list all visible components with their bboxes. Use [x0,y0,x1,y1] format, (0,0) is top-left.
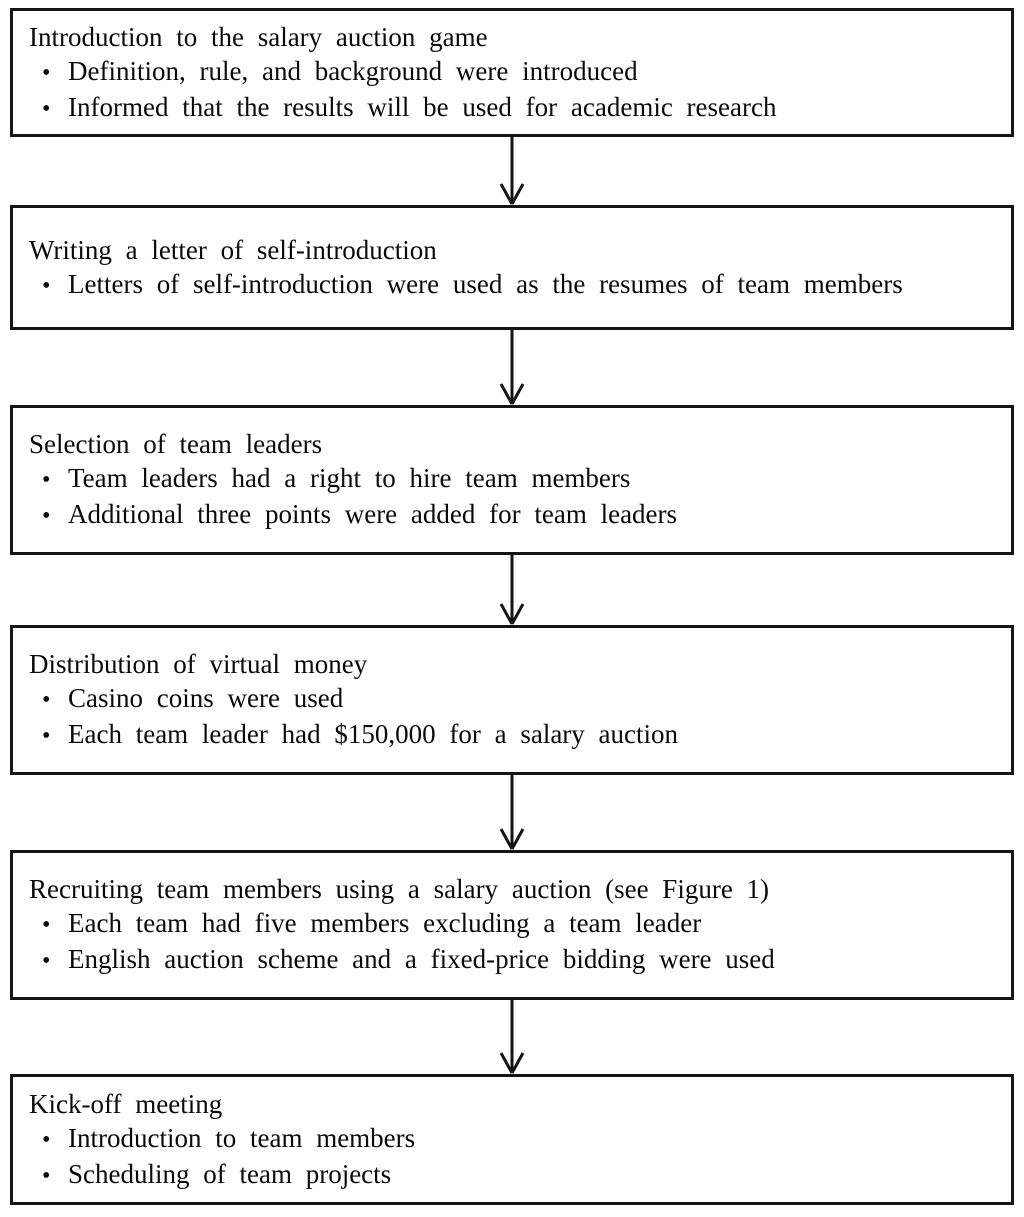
down-arrow-icon [499,775,525,850]
bullet-text: Informed that the results will be used f… [68,91,777,122]
bullet-item: • English auction scheme and a fixed-pri… [29,942,1003,978]
bullet-text: Definition, rule, and background were in… [68,55,638,86]
flow-arrow-3 [0,555,1024,625]
bullet-item: • Team leaders had a right to hire team … [29,461,1003,497]
flow-arrow-4 [0,775,1024,850]
bullet-item: • Additional three points were added for… [29,497,1003,533]
flow-arrow-5 [0,1000,1024,1074]
bullet-marker: • [42,1126,51,1153]
step-title: Writing a letter of self-introduction [29,234,437,265]
step-title: Introduction to the salary auction game [29,21,488,52]
bullet-item: • Letters of self-introduction were used… [29,267,1003,303]
step-box-kickoff-meeting: Kick-off meeting • Introduction to team … [10,1074,1014,1205]
step-title: Distribution of virtual money [29,649,368,679]
bullet-text: Each team leader had $150,000 for a sala… [68,719,679,749]
bullet-text: Additional three points were added for t… [68,499,678,529]
down-arrow-icon [499,330,525,405]
step-box-selection-leaders: Selection of team leaders • Team leaders… [10,405,1014,555]
bullet-text: Team leaders had a right to hire team me… [68,463,631,493]
bullet-item: • Introduction to team members [29,1121,1003,1157]
bullet-item: • Definition, rule, and background were … [29,54,1003,90]
bullet-marker: • [42,503,51,529]
step-title: Kick-off meeting [29,1088,223,1119]
down-arrow-icon [499,1000,525,1074]
down-arrow-icon [499,137,525,205]
bullet-marker: • [42,59,51,86]
bullet-marker: • [42,948,51,974]
step-title: Recruiting team members using a salary a… [29,874,770,904]
flow-arrow-1 [0,137,1024,205]
bullet-marker: • [42,723,51,749]
bullet-marker: • [42,912,51,938]
bullet-text: Each team had five members excluding a t… [68,908,702,938]
step-title: Selection of team leaders [29,429,323,459]
step-box-virtual-money: Distribution of virtual money • Casino c… [10,625,1014,775]
flow-arrow-2 [0,330,1024,405]
bullet-text: Introduction to team members [68,1122,416,1153]
bullet-text: Casino coins were used [68,683,344,713]
step-box-recruiting-members: Recruiting team members using a salary a… [10,850,1014,1000]
bullet-marker: • [42,467,51,493]
bullet-marker: • [42,95,51,122]
bullet-item: • Each team had five members excluding a… [29,906,1003,942]
bullet-item: • Casino coins were used [29,681,1003,717]
step-box-writing-letter: Writing a letter of self-introduction • … [10,205,1014,330]
bullet-item: • Informed that the results will be used… [29,90,1003,126]
bullet-item: • Scheduling of team projects [29,1157,1003,1193]
bullet-text: English auction scheme and a fixed-price… [68,944,775,974]
bullet-marker: • [42,272,51,299]
bullet-item: • Each team leader had $150,000 for a sa… [29,717,1003,753]
bullet-text: Letters of self-introduction were used a… [68,268,903,299]
bullet-marker: • [42,1162,51,1189]
bullet-marker: • [42,687,51,713]
down-arrow-icon [499,555,525,625]
bullet-text: Scheduling of team projects [68,1158,392,1189]
step-box-introduction: Introduction to the salary auction game … [10,8,1014,137]
